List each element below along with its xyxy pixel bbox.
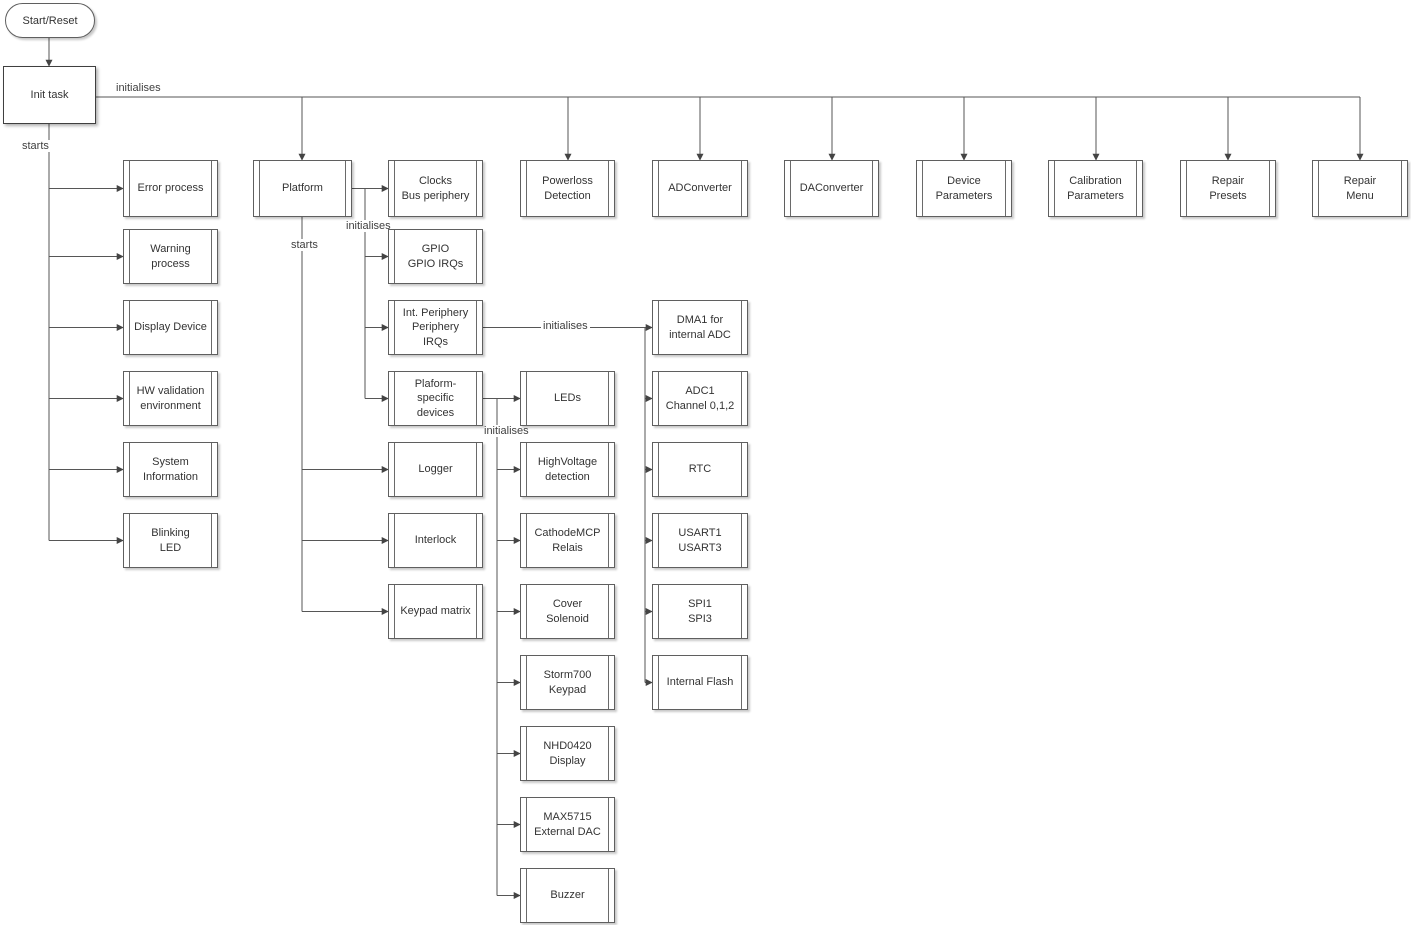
edge-label-periphery-initialises: initialises xyxy=(541,320,590,332)
node-interlock: Interlock xyxy=(388,513,483,568)
node-platform: Platform xyxy=(253,160,352,217)
edge-label-devices-initialises: initialises xyxy=(482,425,531,437)
node-repair-presets: Repair Presets xyxy=(1180,160,1276,217)
node-clocks-bus-periphery: Clocks Bus periphery xyxy=(388,160,483,217)
node-adc1: ADC1 Channel 0,1,2 xyxy=(652,371,748,426)
node-internal-flash: Internal Flash xyxy=(652,655,748,710)
node-error-process: Error process xyxy=(123,160,218,217)
node-buzzer: Buzzer xyxy=(520,868,615,923)
node-spi: SPI1 SPI3 xyxy=(652,584,748,639)
node-int-periphery: Int. Periphery Periphery IRQs xyxy=(388,300,483,355)
node-daconverter: DAConverter xyxy=(784,160,879,217)
node-platform-specific-devices: Plaform- specific devices xyxy=(388,371,483,426)
edge-label-init-initialises: initialises xyxy=(114,82,163,94)
node-warning-process: Warning process xyxy=(123,229,218,284)
node-highvoltage-detection: HighVoltage detection xyxy=(520,442,615,497)
node-start-reset: Start/Reset xyxy=(5,3,95,38)
edge-label-init-starts: starts xyxy=(20,140,51,152)
node-device-parameters: Device Parameters xyxy=(916,160,1012,217)
edge-label-platform-initialises: initialises xyxy=(344,220,393,232)
node-max5715-external-dac: MAX5715 External DAC xyxy=(520,797,615,852)
node-cover-solenoid: Cover Solenoid xyxy=(520,584,615,639)
node-keypad-matrix: Keypad matrix xyxy=(388,584,483,639)
node-adconverter: ADConverter xyxy=(652,160,748,217)
node-gpio: GPIO GPIO IRQs xyxy=(388,229,483,284)
node-system-information: System Information xyxy=(123,442,218,497)
node-usart: USART1 USART3 xyxy=(652,513,748,568)
node-powerloss-detection: Powerloss Detection xyxy=(520,160,615,217)
node-rtc: RTC xyxy=(652,442,748,497)
node-cathodemcp-relais: CathodeMCP Relais xyxy=(520,513,615,568)
edge-label-platform-starts: starts xyxy=(289,239,320,251)
node-leds: LEDs xyxy=(520,371,615,426)
node-repair-menu: Repair Menu xyxy=(1312,160,1408,217)
node-nhd0420-display: NHD0420 Display xyxy=(520,726,615,781)
node-storm700-keypad: Storm700 Keypad xyxy=(520,655,615,710)
node-calibration-parameters: Calibration Parameters xyxy=(1048,160,1143,217)
node-blinking-led: Blinking LED xyxy=(123,513,218,568)
node-hw-validation-environment: HW validation environment xyxy=(123,371,218,426)
node-dma1: DMA1 for internal ADC xyxy=(652,300,748,355)
node-init-task: Init task xyxy=(3,66,96,124)
node-display-device: Display Device xyxy=(123,300,218,355)
node-logger: Logger xyxy=(388,442,483,497)
